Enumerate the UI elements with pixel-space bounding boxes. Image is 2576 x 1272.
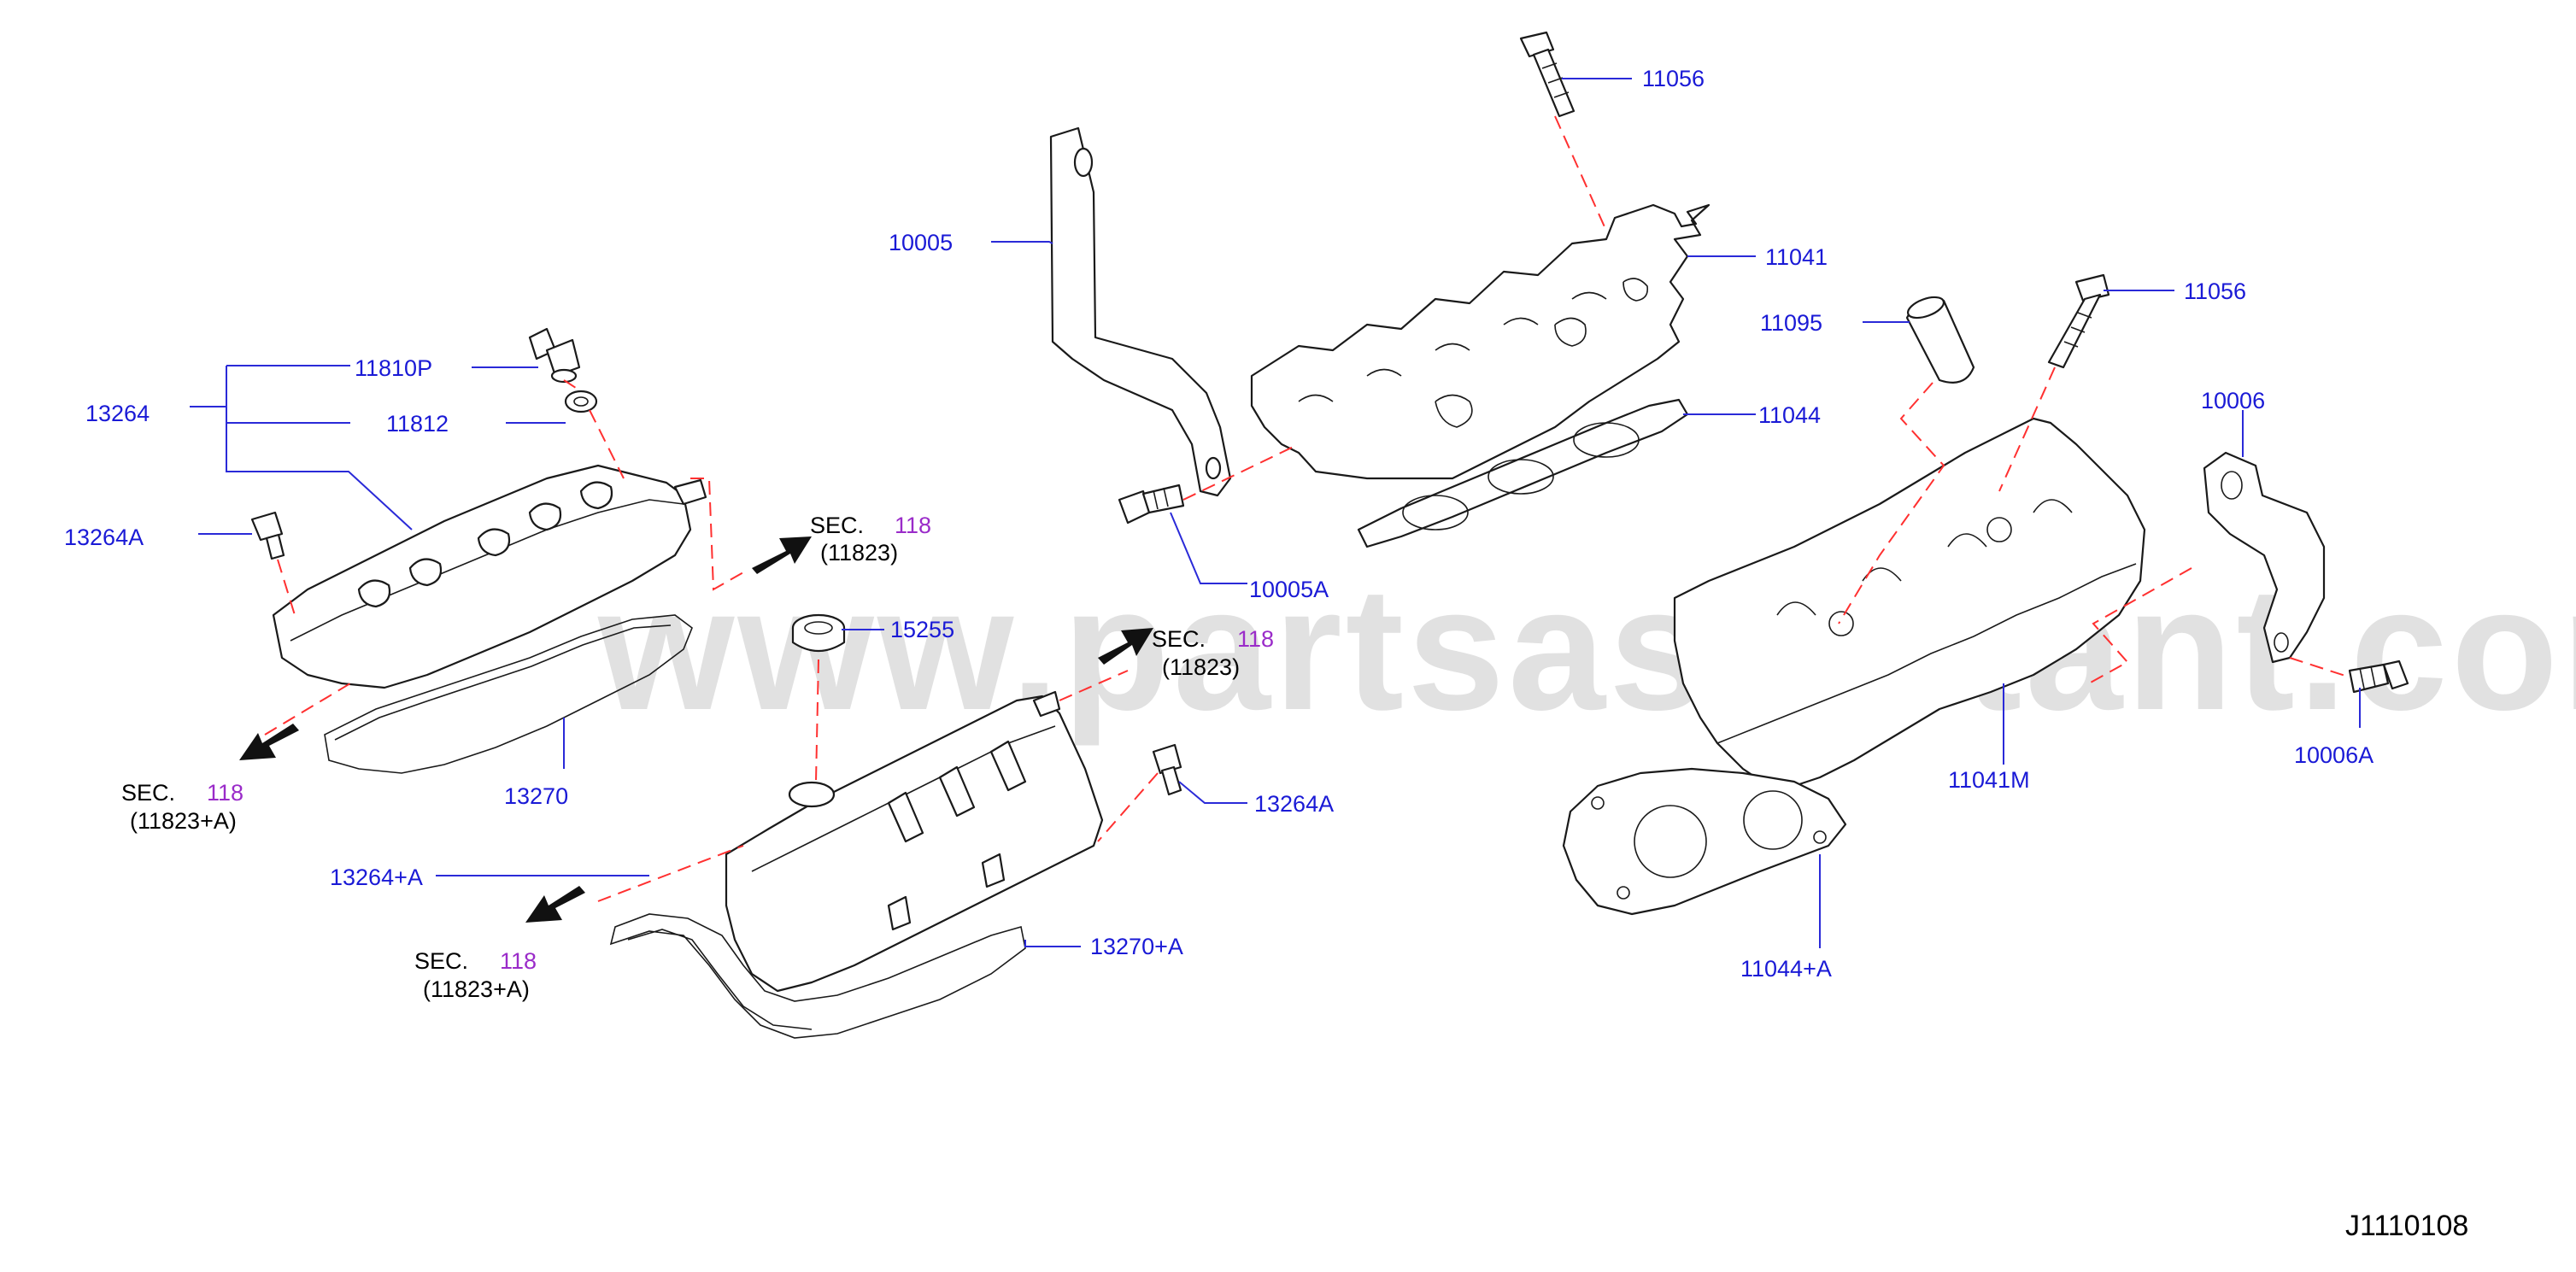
section-ref-code: (11823) <box>820 540 898 566</box>
section-ref-prefix: SEC. <box>414 948 468 974</box>
part-label-11095: 11095 <box>1760 310 1822 336</box>
section-references: SEC. 118 (11823) SEC. 118 (11823) SEC. 1… <box>121 513 1274 1002</box>
diagram-code: J1110108 <box>2345 1210 2468 1242</box>
watermark-text: www.partsassistant.com <box>597 551 2576 747</box>
rocker-gasket-13270a <box>609 913 1026 1039</box>
bolt-13264a-right <box>1152 743 1182 796</box>
section-ref-number: 118 <box>500 948 537 974</box>
section-ref: SEC. 118 (11823+A) <box>121 780 244 834</box>
section-ref: SEC. 118 (11823+A) <box>414 948 537 1002</box>
section-ref-number: 118 <box>1237 626 1274 652</box>
section-ref-prefix: SEC. <box>121 780 175 806</box>
grommet-11812 <box>564 390 598 413</box>
part-labels: 11056 10005 11041 11095 11056 11044 1000… <box>64 66 2374 982</box>
part-label-11044: 11044 <box>1758 402 1821 428</box>
assembly-lines <box>264 115 2349 902</box>
part-label-11041: 11041 <box>1765 244 1828 270</box>
part-label-15255: 15255 <box>890 617 954 642</box>
section-arrow-icon <box>239 724 299 760</box>
part-label-10005: 10005 <box>889 230 953 255</box>
section-ref-code: (11823+A) <box>130 808 237 834</box>
bolt-11056-right <box>2047 273 2110 369</box>
rocker-gasket-13270 <box>324 614 693 774</box>
bolt-11056-top <box>1519 31 1576 118</box>
bolt-10006a <box>2348 659 2409 694</box>
engine-bracket-10006 <box>2203 451 2326 664</box>
plug-11095 <box>1905 296 1975 384</box>
pcv-valve-11810p <box>528 327 581 384</box>
cylinder-block-11041m <box>1673 417 2146 788</box>
cylinder-head-11041 <box>1250 203 1710 480</box>
section-ref-prefix: SEC. <box>1152 626 1206 652</box>
section-ref: SEC. 118 (11823) <box>810 513 931 566</box>
section-ref-prefix: SEC. <box>810 513 864 538</box>
part-label-10006a: 10006A <box>2294 742 2374 768</box>
part-label-11056: 11056 <box>2184 278 2246 304</box>
part-label-13264a: 13264A <box>64 525 144 550</box>
part-label-10006: 10006 <box>2201 388 2265 413</box>
part-label-13264: 13264 <box>85 401 150 426</box>
section-arrow-icon <box>1098 628 1153 665</box>
bolt-10005a <box>1118 484 1185 525</box>
part-label-10005a: 10005A <box>1249 577 1329 602</box>
part-label-11810p: 11810P <box>355 355 432 381</box>
leader-lines <box>190 78 2361 948</box>
part-label-11041m: 11041M <box>1948 767 2030 793</box>
section-ref-number: 118 <box>207 780 244 806</box>
bolt-13264a-left <box>250 511 285 560</box>
part-label-13270: 13270 <box>504 783 568 809</box>
part-label-11812: 11812 <box>386 411 449 437</box>
section-arrow-icon <box>525 886 585 923</box>
part-label-13270-plus-a: 13270+A <box>1090 934 1183 959</box>
section-ref-code: (11823) <box>1162 654 1240 680</box>
oil-filler-cap-15255 <box>791 613 846 652</box>
rocker-cover-13264 <box>272 464 707 689</box>
section-ref-number: 118 <box>895 513 931 538</box>
section-ref: SEC. 118 (11823) <box>1152 626 1274 680</box>
part-label-11044-plus-a: 11044+A <box>1740 956 1832 982</box>
engine-bracket-10005 <box>1049 126 1232 497</box>
part-label-11056: 11056 <box>1642 66 1705 91</box>
rocker-cover-13264a <box>725 690 1104 993</box>
head-gasket-11044a <box>1562 767 1847 916</box>
part-label-13264a: 13264A <box>1254 791 1334 817</box>
section-arrow-icon <box>752 536 812 574</box>
part-label-13264-plus-a: 13264+A <box>330 865 423 890</box>
section-ref-code: (11823+A) <box>423 976 530 1002</box>
section-arrows <box>239 536 1153 923</box>
